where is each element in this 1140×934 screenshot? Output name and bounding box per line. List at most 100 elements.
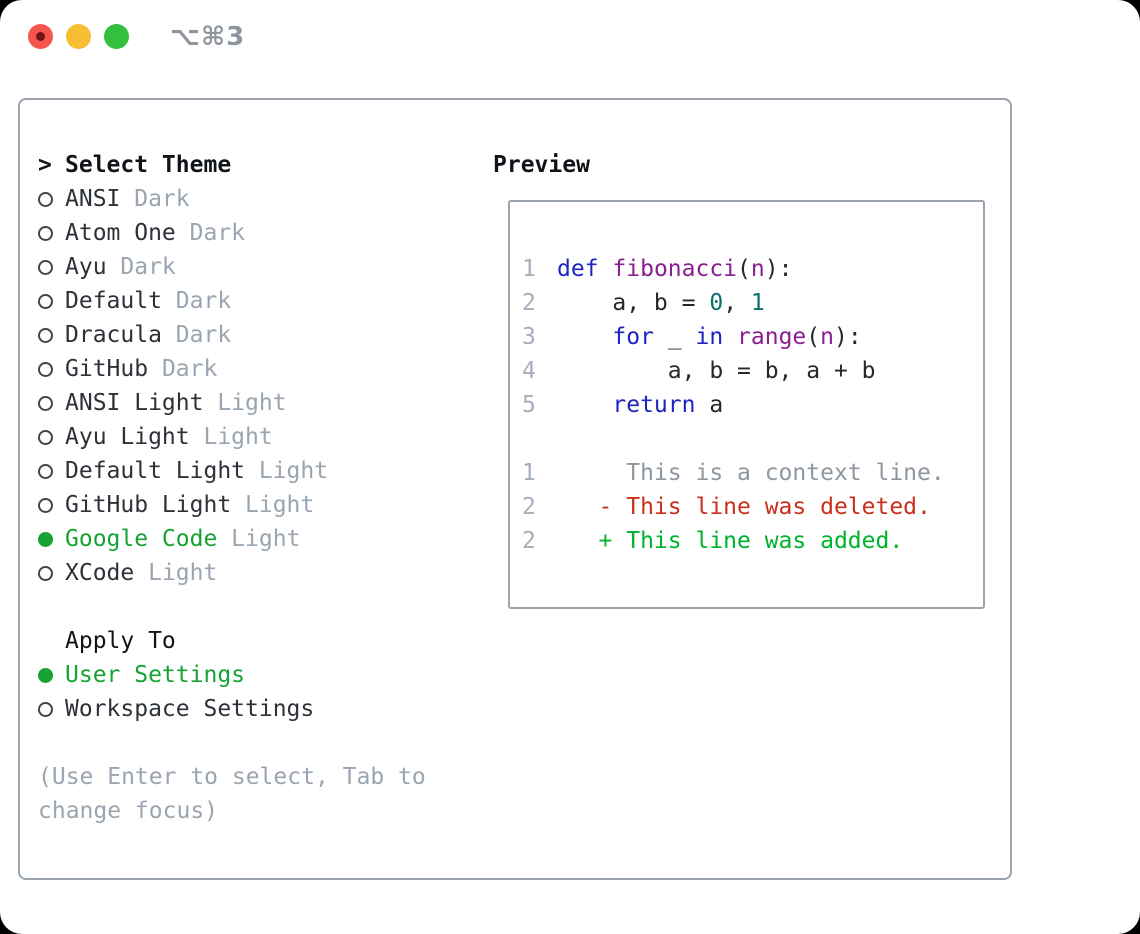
code-token: _ [653,324,696,350]
radio-unselected-icon [38,497,53,513]
radio-unselected-icon [38,361,53,377]
diff-line: 1 This is a context line. [522,456,983,490]
hint-line: (Use Enter to select, Tab to [38,764,426,790]
code-token [557,324,612,350]
code-token: 0 [709,290,724,316]
line-number: 4 [522,358,536,384]
minimize-button[interactable] [66,24,91,49]
code-text: - This line was deleted. [557,494,931,520]
code-line: 2 a, b = 0, 1 [522,286,983,320]
radio-selected-icon [38,531,53,547]
theme-option[interactable]: XCode Light [38,556,426,590]
code-token: return [612,392,696,418]
theme-option-label: Default Light Light [65,458,329,484]
theme-option[interactable]: ANSI Light Light [38,386,426,420]
select-theme-header: > Select Theme [38,148,426,182]
theme-option[interactable]: Ayu Light Light [38,420,426,454]
theme-option-label: Ayu Light Light [65,424,273,450]
code-token: , [723,290,751,316]
code-text: a, b = 0, 1 [557,290,765,316]
theme-option-label: Dracula Dark [65,322,232,348]
code-text: This is a context line. [557,460,945,486]
apply-option-label: Workspace Settings [65,696,315,722]
code-token: ( [737,256,751,282]
preview-title: Preview [493,152,590,178]
line-number: 1 [522,256,536,282]
code-token [557,392,612,418]
code-text: + This line was added. [557,528,904,554]
line-number: 5 [522,392,536,418]
theme-option[interactable]: Default Light Light [38,454,426,488]
theme-option[interactable]: GitHub Light Light [38,488,426,522]
code-token: fibonacci [612,256,738,282]
line-number: 3 [522,324,536,350]
apply-option[interactable]: Workspace Settings [38,692,426,726]
code-token: range [737,324,807,350]
apply-option[interactable]: User Settings [38,658,426,692]
code-token: 1 [750,290,765,316]
theme-option-label: XCode Light [65,560,218,586]
select-theme-title: Select Theme [65,152,232,178]
apply-to-title: Apply To [65,628,176,654]
code-token: This is a context line. [557,460,945,486]
line-number: 2 [522,494,536,520]
radio-unselected-icon [38,191,53,207]
radio-unselected-icon [38,463,53,479]
theme-option-label: ANSI Light Light [65,390,287,416]
radio-selected-icon [38,667,53,683]
radio-unselected-icon [38,701,53,717]
theme-option-label: GitHub Dark [65,356,218,382]
radio-unselected-icon [38,327,53,343]
code-token: n [820,324,835,350]
diff-preview: 1 This is a context line.2 - This line w… [522,456,983,558]
code-line: 5 return a [522,388,983,422]
code-line: 1 def fibonacci(n): [522,252,983,286]
code-token [723,324,737,350]
radio-unselected-icon [38,565,53,581]
radio-unselected-icon [38,429,53,445]
theme-option[interactable]: Google Code Light [38,522,426,556]
code-text: for _ in range(n): [557,324,861,350]
radio-unselected-icon [38,259,53,275]
theme-option-label: Atom One Dark [65,220,246,246]
close-button[interactable] [28,24,53,49]
theme-option[interactable]: Atom One Dark [38,216,426,250]
theme-option[interactable]: Dracula Dark [38,318,426,352]
code-token: ): [764,256,793,282]
code-token: a, b = b, a + b [557,358,876,384]
theme-option-label: ANSI Dark [65,186,190,212]
theme-option-label: Google Code Light [65,526,301,552]
line-number: 2 [522,528,536,554]
spacer [38,590,426,624]
window-title: ⌥⌘3 [170,22,246,52]
diff-line: 2 - This line was deleted. [522,490,983,524]
line-number: 1 [522,460,536,486]
code-text: return a [557,392,723,418]
theme-option-label: Default Dark [65,288,232,314]
zoom-button[interactable] [104,24,129,49]
theme-option[interactable]: Default Dark [38,284,426,318]
code-line: 4 a, b = b, a + b [522,354,983,388]
code-text: def fibonacci(n): [557,256,792,282]
apply-to-header: Apply To [38,624,426,658]
code-token: def [557,256,599,282]
radio-unselected-icon [38,293,53,309]
radio-unselected-icon [38,225,53,241]
theme-option[interactable]: ANSI Dark [38,182,426,216]
theme-option-label: GitHub Light Light [65,492,315,518]
selection-caret-icon: > [38,152,52,178]
theme-option[interactable]: GitHub Dark [38,352,426,386]
code-token: n [750,256,765,282]
code-token: - This line was deleted. [557,494,931,520]
code-token: a, b = [557,290,710,316]
spacer [38,726,426,760]
radio-unselected-icon [38,395,53,411]
theme-option[interactable]: Ayu Dark [38,250,426,284]
blank-line [522,422,983,456]
code-token: a [695,392,724,418]
